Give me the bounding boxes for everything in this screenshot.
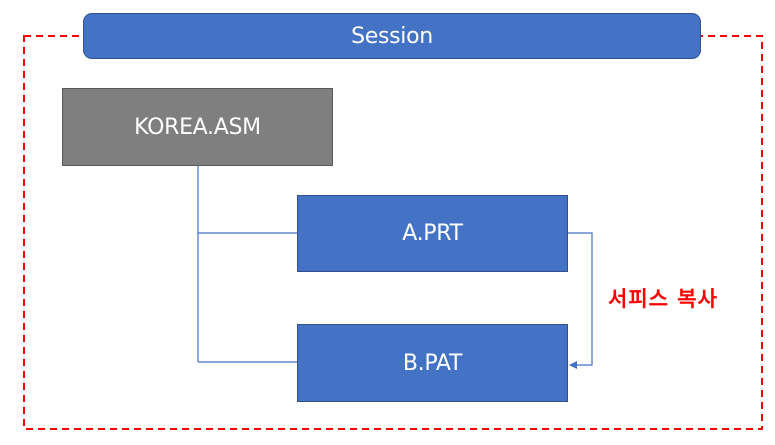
part-b-label: B.PAT: [402, 350, 463, 376]
assembly-label: KOREA.ASM: [134, 114, 261, 140]
surface-copy-annotation: 서피스 복사: [608, 287, 718, 311]
copy-arrow: [568, 232, 593, 369]
part-node-b[interactable]: B.PAT: [297, 324, 568, 402]
session-label: Session: [351, 23, 433, 49]
assembly-node[interactable]: KOREA.ASM: [62, 88, 333, 166]
part-node-a[interactable]: A.PRT: [297, 195, 568, 272]
part-a-label: A.PRT: [402, 221, 463, 246]
tree-connector: [197, 166, 297, 363]
session-header: Session: [83, 13, 701, 59]
session-boundary: [23, 35, 763, 430]
